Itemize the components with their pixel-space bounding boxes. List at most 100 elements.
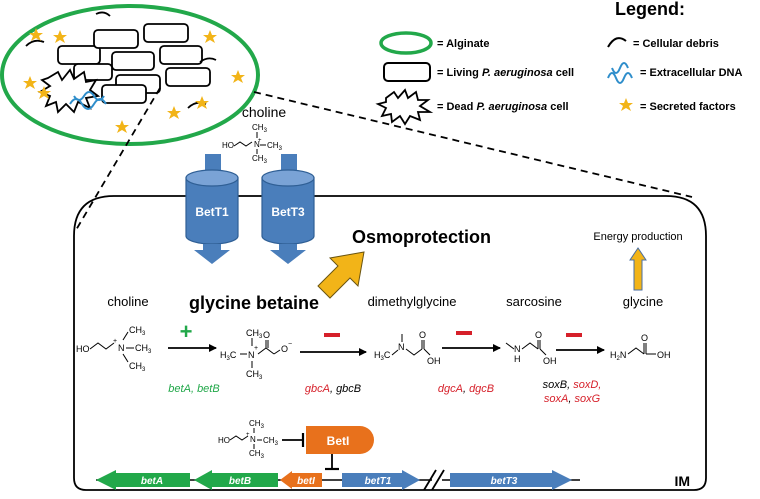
osmoprotection-label: Osmoprotection	[352, 227, 491, 247]
metabolite-choline: choline	[107, 294, 148, 309]
gene-betA-label: betA	[141, 476, 163, 487]
gene-betT3	[450, 470, 572, 490]
svg-text:HO: HO	[222, 141, 234, 150]
living-cell	[111, 51, 155, 71]
gene-betB-label: betB	[229, 476, 251, 487]
svg-text:N: N	[254, 140, 260, 149]
biofilm-inset	[0, 4, 260, 146]
gene-betT3-label: betT3	[491, 476, 518, 487]
metabolite-glycine-betaine: glycine betaine	[189, 293, 319, 313]
metabolite-dimethylglycine: dimethylglycine	[368, 294, 457, 309]
legend-dead-symbol	[375, 88, 434, 126]
gene-betT1	[342, 470, 420, 490]
repression-minus-2	[456, 331, 472, 335]
transporter-betT1: BetT1	[185, 154, 239, 264]
svg-text:+: +	[258, 138, 262, 144]
transporter-betT3: BetT3	[261, 154, 315, 264]
legend-debris: = Cellular debris	[633, 38, 719, 50]
structure-glycine: H2N O OH	[610, 333, 671, 362]
zoom-line-left	[75, 87, 161, 231]
svg-text:+: +	[254, 345, 258, 352]
svg-text:CH3: CH3	[267, 141, 283, 152]
choline-inhibitor-structure: HO N + CH3 CH3 CH3	[218, 419, 279, 460]
legend-alginate-symbol	[379, 31, 433, 55]
osmoprotection-arrow	[317, 251, 365, 299]
svg-text:H2N: H2N	[610, 350, 626, 362]
alginate-ellipse	[0, 4, 260, 146]
cellular-debris	[199, 57, 217, 63]
cellular-debris	[95, 11, 111, 17]
svg-text:OH: OH	[427, 356, 441, 366]
structure-glycine-betaine: H3C N + CH3 CH3 O O −	[220, 328, 292, 381]
cellular-debris	[25, 39, 45, 47]
zoom-line-right	[253, 91, 693, 198]
svg-text:HO: HO	[76, 344, 90, 354]
metabolite-glycine: glycine	[623, 294, 663, 309]
gene-betT1-label: betT1	[365, 476, 392, 487]
svg-text:N: N	[398, 342, 405, 352]
svg-text:CH3: CH3	[246, 328, 263, 340]
svg-text:O: O	[263, 330, 270, 340]
repression-minus-3	[566, 333, 582, 337]
legend: Legend: = Alginate = Cellular debris = L…	[375, 0, 742, 126]
legend-title: Legend:	[615, 0, 685, 19]
svg-text:N: N	[250, 435, 256, 444]
membrane-label: IM	[674, 473, 690, 489]
inner-membrane	[73, 195, 707, 491]
svg-text:CH3: CH3	[249, 449, 265, 460]
svg-text:O: O	[281, 344, 288, 354]
svg-text:CH3: CH3	[246, 369, 263, 381]
living-cell	[165, 67, 211, 87]
svg-text:CH3: CH3	[252, 123, 268, 134]
repression-minus-1	[324, 333, 340, 337]
legend-dna-symbol	[607, 62, 633, 84]
svg-text:CH3: CH3	[135, 343, 152, 355]
svg-text:HO: HO	[218, 436, 230, 445]
activation-plus: +	[180, 319, 193, 344]
genes-step4-line2: soxA, soxG	[544, 393, 601, 405]
betT1-label: BetT1	[195, 205, 229, 219]
living-cell	[101, 84, 147, 104]
svg-text:−: −	[288, 341, 292, 348]
energy-arrow	[629, 247, 647, 291]
dna-break	[431, 469, 445, 491]
extracellular-dna	[73, 91, 105, 101]
metabolite-sarcosine: sarcosine	[506, 294, 562, 309]
beti-protein	[306, 426, 374, 454]
genes-step2: gbcA, gbcB	[305, 383, 361, 395]
legend-alginate: = Alginate	[437, 38, 489, 50]
svg-text:CH3: CH3	[129, 361, 146, 373]
legend-secreted: = Secreted factors	[640, 101, 736, 113]
structure-dimethylglycine: H3C N O OH	[374, 330, 441, 366]
svg-text:+: +	[246, 432, 250, 438]
living-cell	[57, 45, 101, 65]
beti-protein-label: BetI	[327, 434, 350, 448]
svg-text:CH3: CH3	[249, 419, 265, 430]
gene-betB	[194, 470, 278, 490]
svg-text:CH3: CH3	[129, 325, 146, 337]
gene-betI	[280, 471, 322, 489]
legend-debris-symbol	[607, 37, 627, 48]
living-cell	[143, 23, 189, 43]
gene-betI-label: betI	[297, 476, 315, 487]
svg-text:CH3: CH3	[263, 436, 279, 447]
structure-sarcosine: N H O OH	[505, 330, 557, 366]
choline-outside-structure: HO N + CH3 CH3 CH3	[222, 123, 283, 165]
legend-secreted-symbol	[619, 98, 633, 111]
legend-living: = Living P. aeruginosa cell	[437, 67, 574, 79]
living-cell	[93, 29, 139, 49]
energy-label: Energy production	[593, 231, 682, 243]
svg-text:O: O	[641, 333, 648, 343]
svg-text:+: +	[113, 338, 117, 345]
dna-break	[423, 469, 437, 491]
svg-text:N: N	[118, 343, 125, 353]
legend-dead: = Dead P. aeruginosa cell	[437, 101, 569, 113]
svg-text:OH: OH	[657, 350, 671, 360]
svg-text:H3C: H3C	[220, 350, 237, 362]
svg-text:N: N	[248, 350, 255, 360]
legend-living-symbol	[383, 62, 431, 82]
genes-step4-line1: soxB, soxD,	[543, 379, 602, 391]
legend-dna: = Extracellular DNA	[640, 67, 742, 79]
living-cell	[159, 45, 203, 65]
